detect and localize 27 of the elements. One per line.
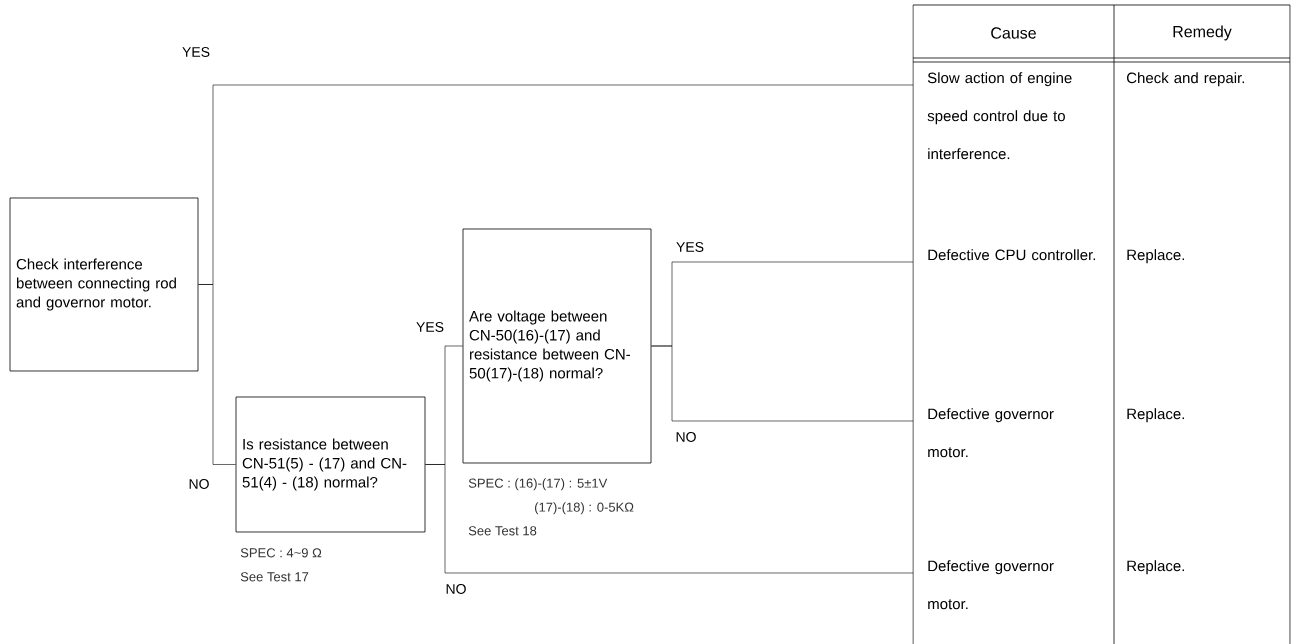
remedy-text: Replace. [1127,408,1184,423]
remedy-text: Check and repair. [1126,72,1245,87]
remedy-text: Replace. [1127,249,1184,264]
edge-label: YES [675,241,705,253]
spec-note: SPEC : (16)-(17) : 5±1V [468,478,608,491]
spec-note: (17)-(18) : 0-5KΩ [535,502,634,515]
edge-label: NO [674,431,698,443]
cause-cell: Defective governor motor. [928,408,1054,458]
cause-cell: Slow action of engine speed control due to interference. [927,72,1072,160]
spec-note: See Test 17 [240,572,309,582]
connector-line [425,464,914,574]
connector-line [651,345,914,422]
column-header: Cause [991,27,1036,39]
decision-box: Are voltage between CN-50(16)-(17) and resistance between CN-50(17)-(18) normal? [462,228,652,464]
edge-label: YES [415,321,445,333]
edge-label: NO [444,583,468,595]
edge-label: YES [181,46,211,58]
decision-box: Check interference between connecting rod and governor motor. [9,197,199,372]
edge-label: NO [187,478,211,490]
connector-line [198,284,236,465]
cause-cell: Defective CPU controller. [928,249,1096,261]
spec-note: SPEC : 4~9 Ω [240,548,322,558]
column-header: Remedy [1173,25,1232,41]
decision-box: Is resistance between CN-51(5) - (17) and CN-51(4) - (18) normal? [235,396,426,533]
cause-cell: Defective governor motor. [928,560,1054,610]
spec-note: See Test 18 [468,526,537,536]
remedy-text: Replace. [1127,560,1184,575]
